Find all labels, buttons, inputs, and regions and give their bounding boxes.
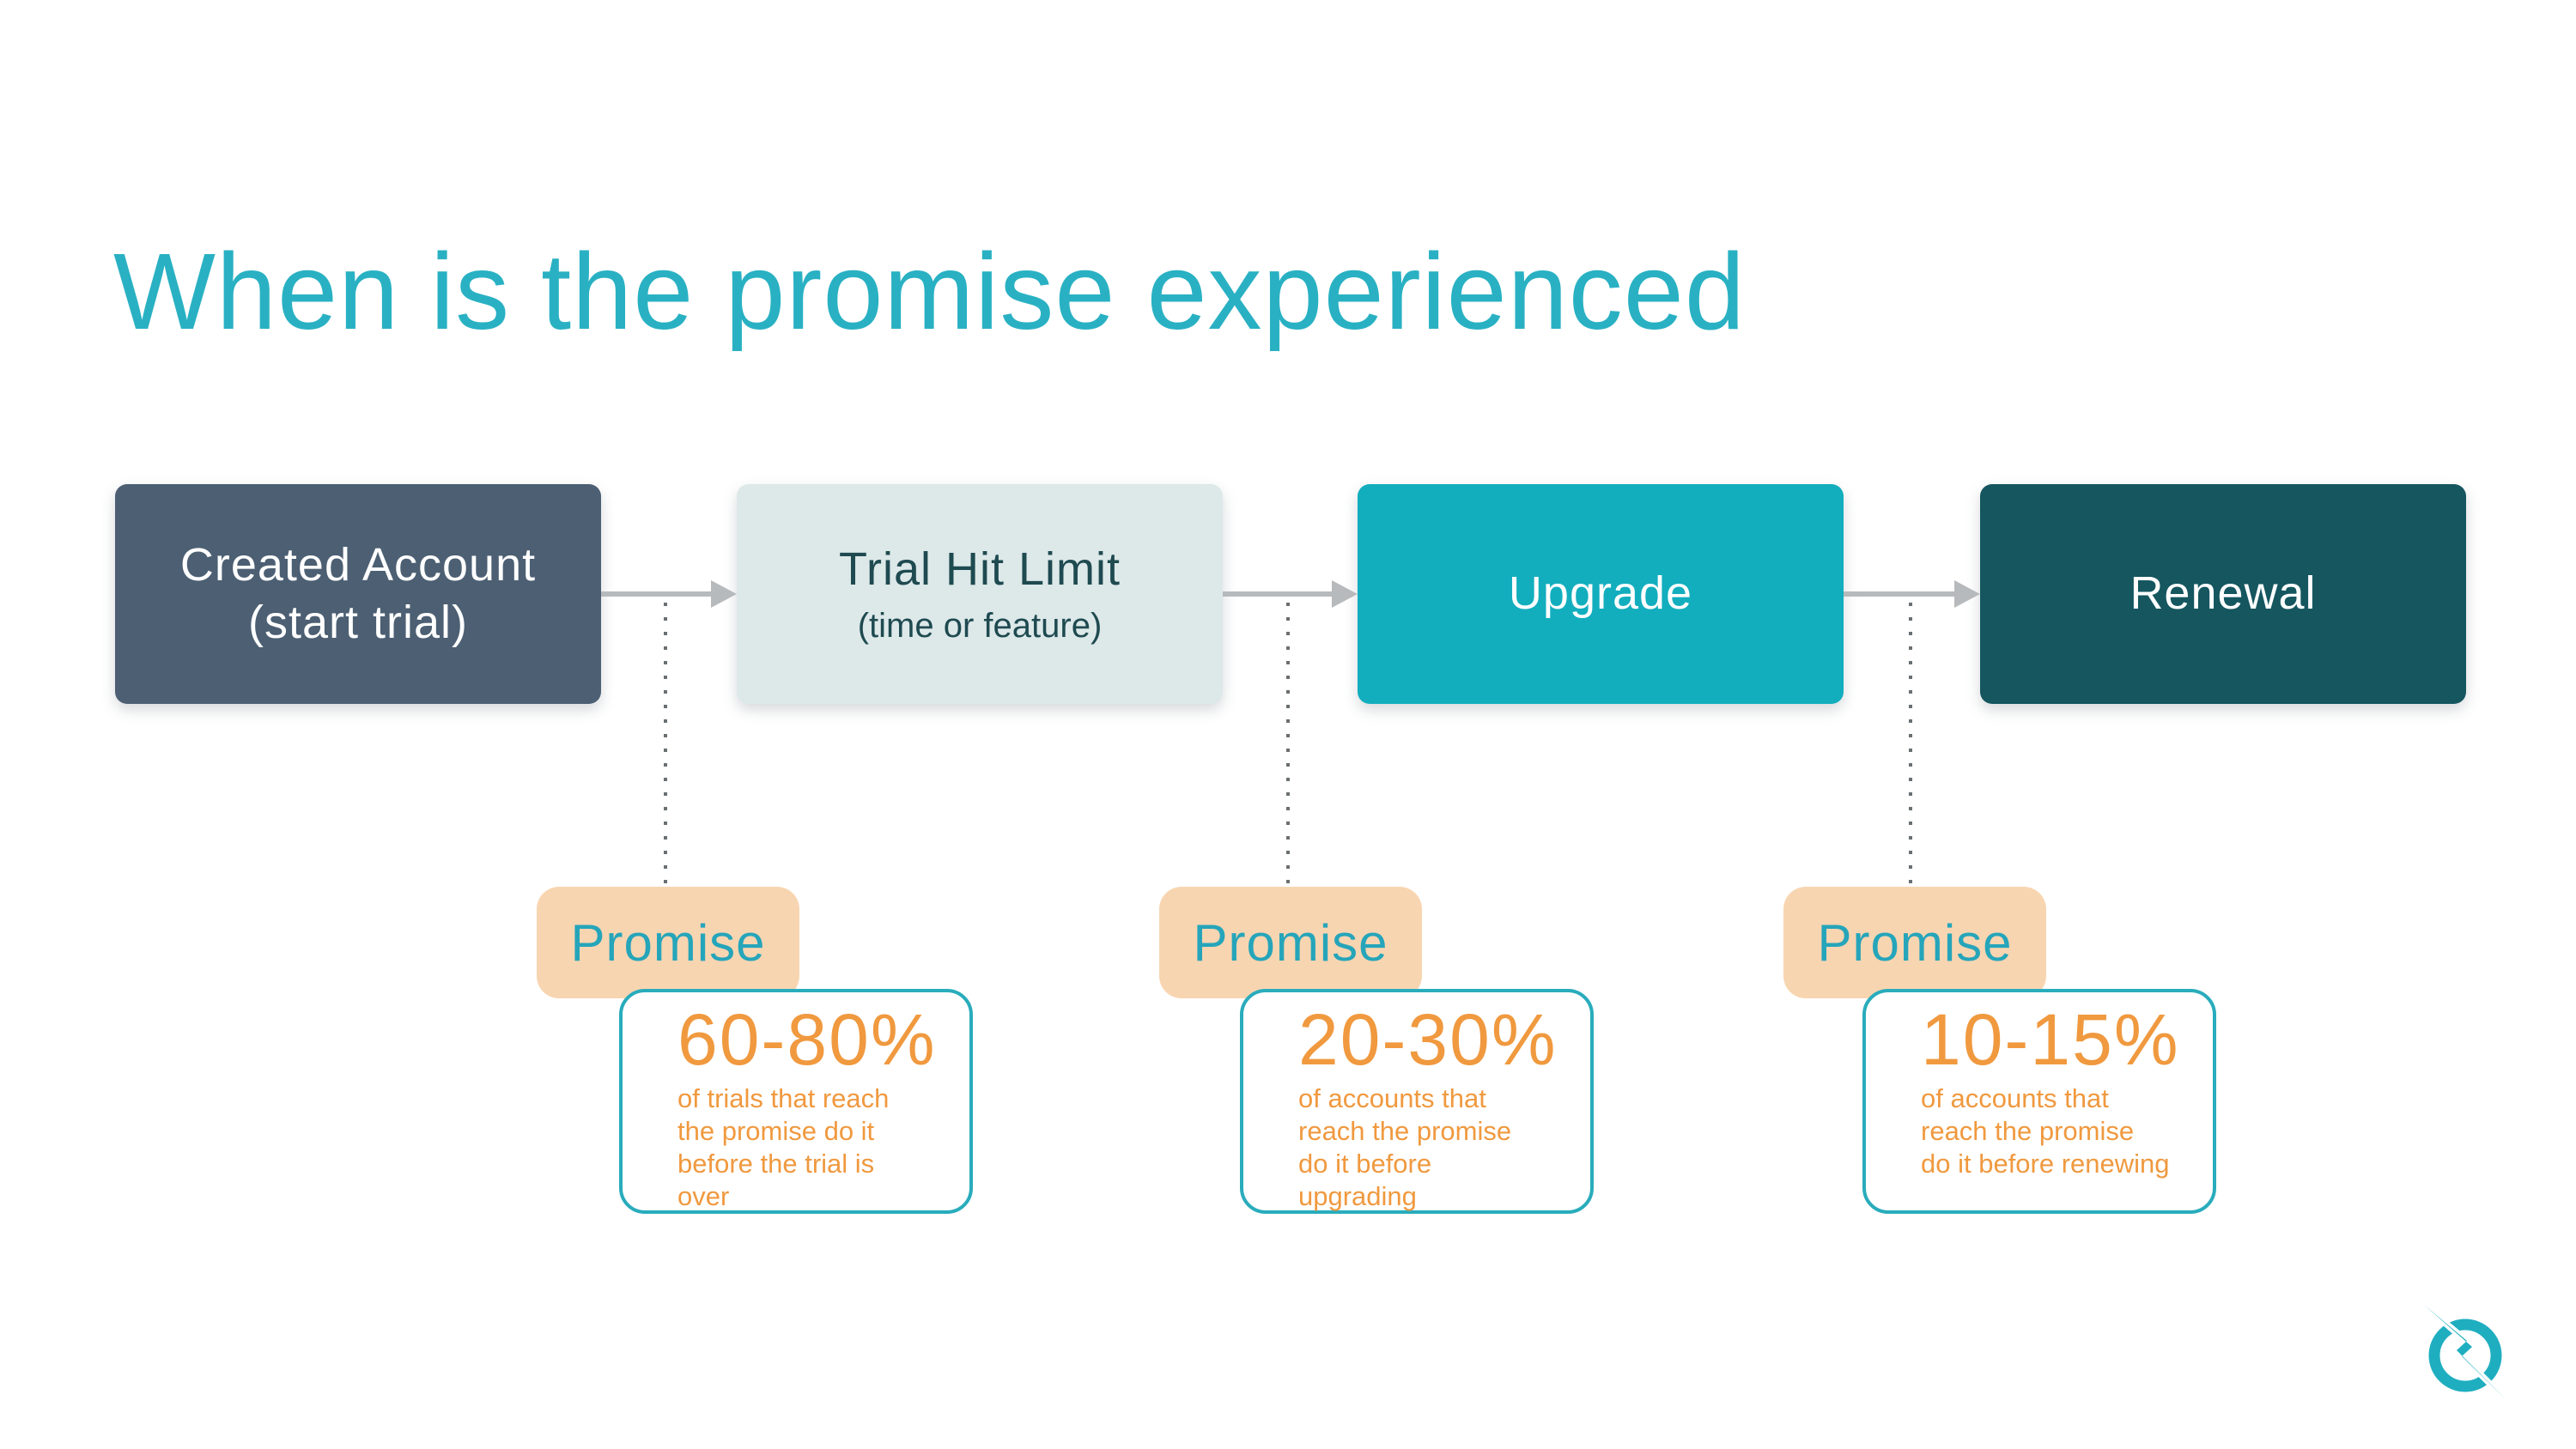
- step-label: Trial Hit Limit: [838, 543, 1121, 596]
- promise-stat-card-3: 10-15% of accounts that reach the promis…: [1862, 989, 2216, 1214]
- dotted-connector-1: [664, 603, 667, 889]
- arrow-shaft: [1223, 591, 1337, 597]
- arrow-head-icon: [1332, 580, 1358, 608]
- flow-arrow-1: [601, 580, 737, 608]
- promise-tag-1: Promise: [537, 887, 799, 998]
- page-title: When is the promise experienced: [113, 231, 1746, 353]
- stat-value: 20-30%: [1298, 999, 1558, 1080]
- promise-stat-card-1: 60-80% of trials that reach the promise …: [619, 989, 973, 1214]
- stat-description: of accounts that reach the promise do it…: [1298, 1083, 1512, 1211]
- arrow-head-icon: [1954, 580, 1980, 608]
- promise-tag-label: Promise: [1193, 913, 1388, 972]
- flow-step-trial-hit-limit: Trial Hit Limit (time or feature): [737, 484, 1223, 704]
- promise-stat-card-2: 20-30% of accounts that reach the promis…: [1240, 989, 1594, 1214]
- step-label: Created Account: [179, 538, 537, 591]
- flow-arrow-3: [1844, 580, 1980, 608]
- promise-tag-2: Promise: [1159, 887, 1422, 998]
- step-label: Upgrade: [1508, 567, 1693, 620]
- arrow-head-icon: [711, 580, 737, 608]
- promise-tag-3: Promise: [1783, 887, 2046, 998]
- step-sublabel: (time or feature): [857, 606, 1103, 645]
- stat-description: of accounts that reach the promise do it…: [1921, 1083, 2170, 1179]
- flow-step-upgrade: Upgrade: [1358, 484, 1844, 704]
- flow-step-created-account: Created Account (start trial): [115, 484, 601, 704]
- arrow-shaft: [601, 591, 716, 597]
- dotted-connector-3: [1909, 603, 1912, 889]
- dotted-connector-2: [1286, 603, 1290, 889]
- bolt-circle-logo-icon: [2421, 1303, 2509, 1403]
- flow-step-renewal: Renewal: [1980, 484, 2466, 704]
- promise-tag-label: Promise: [570, 913, 766, 972]
- arrow-shaft: [1844, 591, 1959, 597]
- promise-tag-label: Promise: [1817, 913, 2013, 972]
- stat-value: 10-15%: [1921, 999, 2180, 1080]
- stat-value: 60-80%: [677, 999, 937, 1080]
- flow-arrow-2: [1223, 580, 1358, 608]
- step-label: Renewal: [2129, 567, 2317, 620]
- stat-description: of trials that reach the promise do it b…: [677, 1083, 890, 1211]
- step-sublabel: (start trial): [248, 597, 468, 648]
